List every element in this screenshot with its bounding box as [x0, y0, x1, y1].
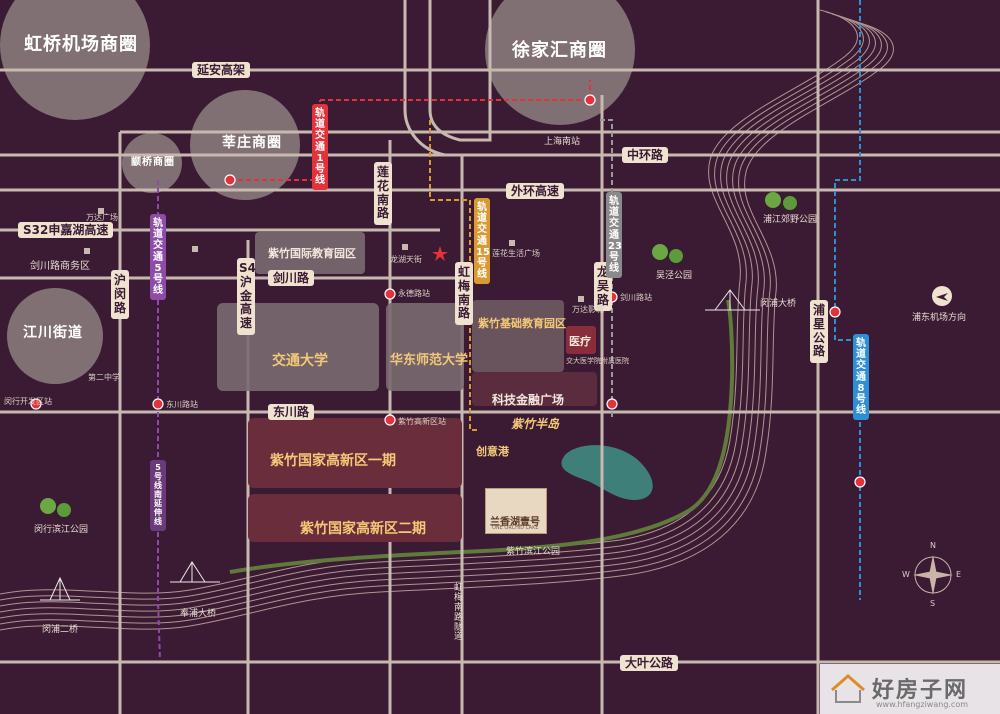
zizhu-riverside-label: 紫竹滨江公园 [506, 547, 561, 557]
compass-icon [913, 555, 953, 595]
hightech2-label: 紫竹国家高新区二期 [300, 521, 426, 537]
dongchuan-road-label: 东川路 [268, 404, 315, 420]
hongmei-road-label: 虹梅南路 [455, 262, 473, 326]
medical-label: 医疗 [569, 335, 591, 348]
metro-line-23-badge: 轨道交通23号线 [606, 192, 622, 279]
zizhu-edu-label: 紫竹国际教育园区 [268, 247, 356, 260]
zizhu-station-label: 紫竹高新区站 [398, 417, 446, 426]
humin-road-label: 沪闵路 [111, 270, 129, 320]
dongchuan-station-label: 东川路站 [166, 400, 198, 409]
minhang-park-label: 闵行滨江公园 [34, 525, 89, 535]
tech-square-block [472, 372, 597, 406]
jianchuan-station-label: 剑川路站 [620, 293, 652, 302]
wanda-label: 万达广场 [86, 213, 118, 222]
watermark-url: www.hfangziwang.com [876, 700, 969, 709]
watermark-brand: 好房子网 [872, 678, 969, 703]
compass-s: S [930, 599, 936, 608]
hongmei-tunnel-label: 虹梅南路隧道 [454, 583, 464, 643]
metro-line-15-badge: 轨道交通15号线 [474, 198, 490, 285]
project-name: 兰香湖壹号 [490, 517, 540, 528]
pujiang-park-label: 浦江郊野公园 [763, 215, 818, 225]
hongqiao-label: 虹桥机场商圈 [24, 34, 138, 55]
zizhu-basic-block [472, 300, 564, 372]
zhonghuan-road-label: 中环路 [622, 147, 669, 163]
metro-line-5-badge: 轨道交通5号线 [150, 214, 166, 301]
tree-icon [40, 192, 797, 517]
jiangchuan-label: 江川街道 [23, 325, 83, 341]
jiaotong-block [217, 303, 379, 391]
shanghai-south-label: 上海南站 [544, 137, 581, 147]
jiaotong-label: 交通大学 [272, 353, 328, 369]
tech-square-label: 科技金融广场 [492, 393, 565, 407]
metro-stations [30, 94, 866, 488]
riverside-green-belt [229, 299, 735, 574]
hightech1-label: 紫竹国家高新区一期 [270, 453, 396, 469]
jiangchuan-circle [7, 288, 103, 384]
jiaoda-hosp-label: 交大医学院附属医院 [566, 357, 629, 365]
airplane-icon [932, 286, 952, 306]
huadong-block [386, 303, 464, 391]
zizhu-brand-label: 紫竹半岛 [511, 417, 560, 431]
star-icon [432, 246, 448, 261]
hightech1-block [248, 418, 462, 488]
metro-line-1-badge: 轨道交通1号线 [312, 104, 328, 191]
xujiahui-circle [485, 0, 635, 125]
metro-line-23 [600, 119, 613, 420]
jianchuan-road-label: 剑川路 [268, 270, 315, 286]
zizhu-basic-label: 紫竹基础教育园区 [478, 317, 566, 330]
pudong-airport-label: 浦东机场方向 [912, 313, 967, 323]
building-icons [84, 208, 584, 302]
s32-road-label: S32申嘉湖高速 [18, 222, 114, 238]
metro-line-5 [157, 180, 161, 661]
compass-e: E [956, 570, 962, 579]
xinzhuang-label: 莘庄商圈 [222, 135, 282, 151]
xinzhuang-circle [190, 90, 300, 200]
metro-line-8-badge: 轨道交通8号线 [853, 334, 869, 421]
compass-w: W [902, 570, 910, 579]
project-name-en: ONE ORCHID LAKE [492, 525, 539, 531]
huangpu-river [0, 9, 894, 631]
medical-block [566, 326, 596, 354]
wanda2-label: 万达影城 [572, 305, 604, 314]
second-middle-label: 第二中学 [88, 373, 120, 382]
minpu-bridge-label: 闵浦大桥 [760, 299, 797, 309]
watermark: 好房子网 www.hfangziwang.com [820, 664, 1000, 714]
yanan-road-label: 延安高架 [192, 62, 251, 78]
wujing-park-label: 吴泾公园 [656, 271, 693, 281]
metro-line-5-ext-badge: 5号线南延伸线 [150, 460, 166, 531]
metro-line-15 [429, 120, 480, 431]
lianhua-plaza-label: 莲花生活广场 [492, 249, 540, 258]
jianhu-business-label: 剑川路商务区 [30, 261, 90, 272]
house-icon [831, 674, 865, 703]
s4-road-label: S4沪金高速 [237, 258, 256, 335]
dayelu-road-label: 大叶公路 [620, 655, 679, 671]
hightech2-block [248, 494, 462, 542]
waihuan-road-label: 外环高速 [506, 183, 565, 199]
compass-n: N [930, 541, 936, 550]
metro-line-1 [320, 80, 591, 101]
fengpu-bridge-label: 奉浦大桥 [180, 609, 217, 619]
minpu2-bridge-label: 闵浦二桥 [42, 625, 79, 635]
longhu-label: 龙湖天街 [390, 255, 422, 264]
xujiahui-label: 徐家汇商圈 [512, 40, 607, 61]
minhang-dev-label: 闵行开发区站 [4, 397, 52, 406]
lanxiang-lake [561, 445, 653, 500]
puxing-road-label: 浦星公路 [810, 300, 828, 364]
huadong-label: 华东师范大学 [390, 353, 469, 368]
chuangyi-label: 创意港 [476, 445, 509, 458]
lianhua-road-label: 莲花南路 [374, 162, 392, 226]
yongde-station-label: 永德路站 [398, 289, 430, 298]
project-logo: 兰香湖壹号 ONE ORCHID LAKE [485, 488, 547, 534]
bridge-icon [40, 289, 760, 601]
zizhu-edu-block [255, 232, 365, 274]
guqiao-circle [122, 133, 182, 193]
guqiao-label: 颛桥商圈 [131, 157, 175, 168]
hongqiao-circle [0, 0, 150, 120]
